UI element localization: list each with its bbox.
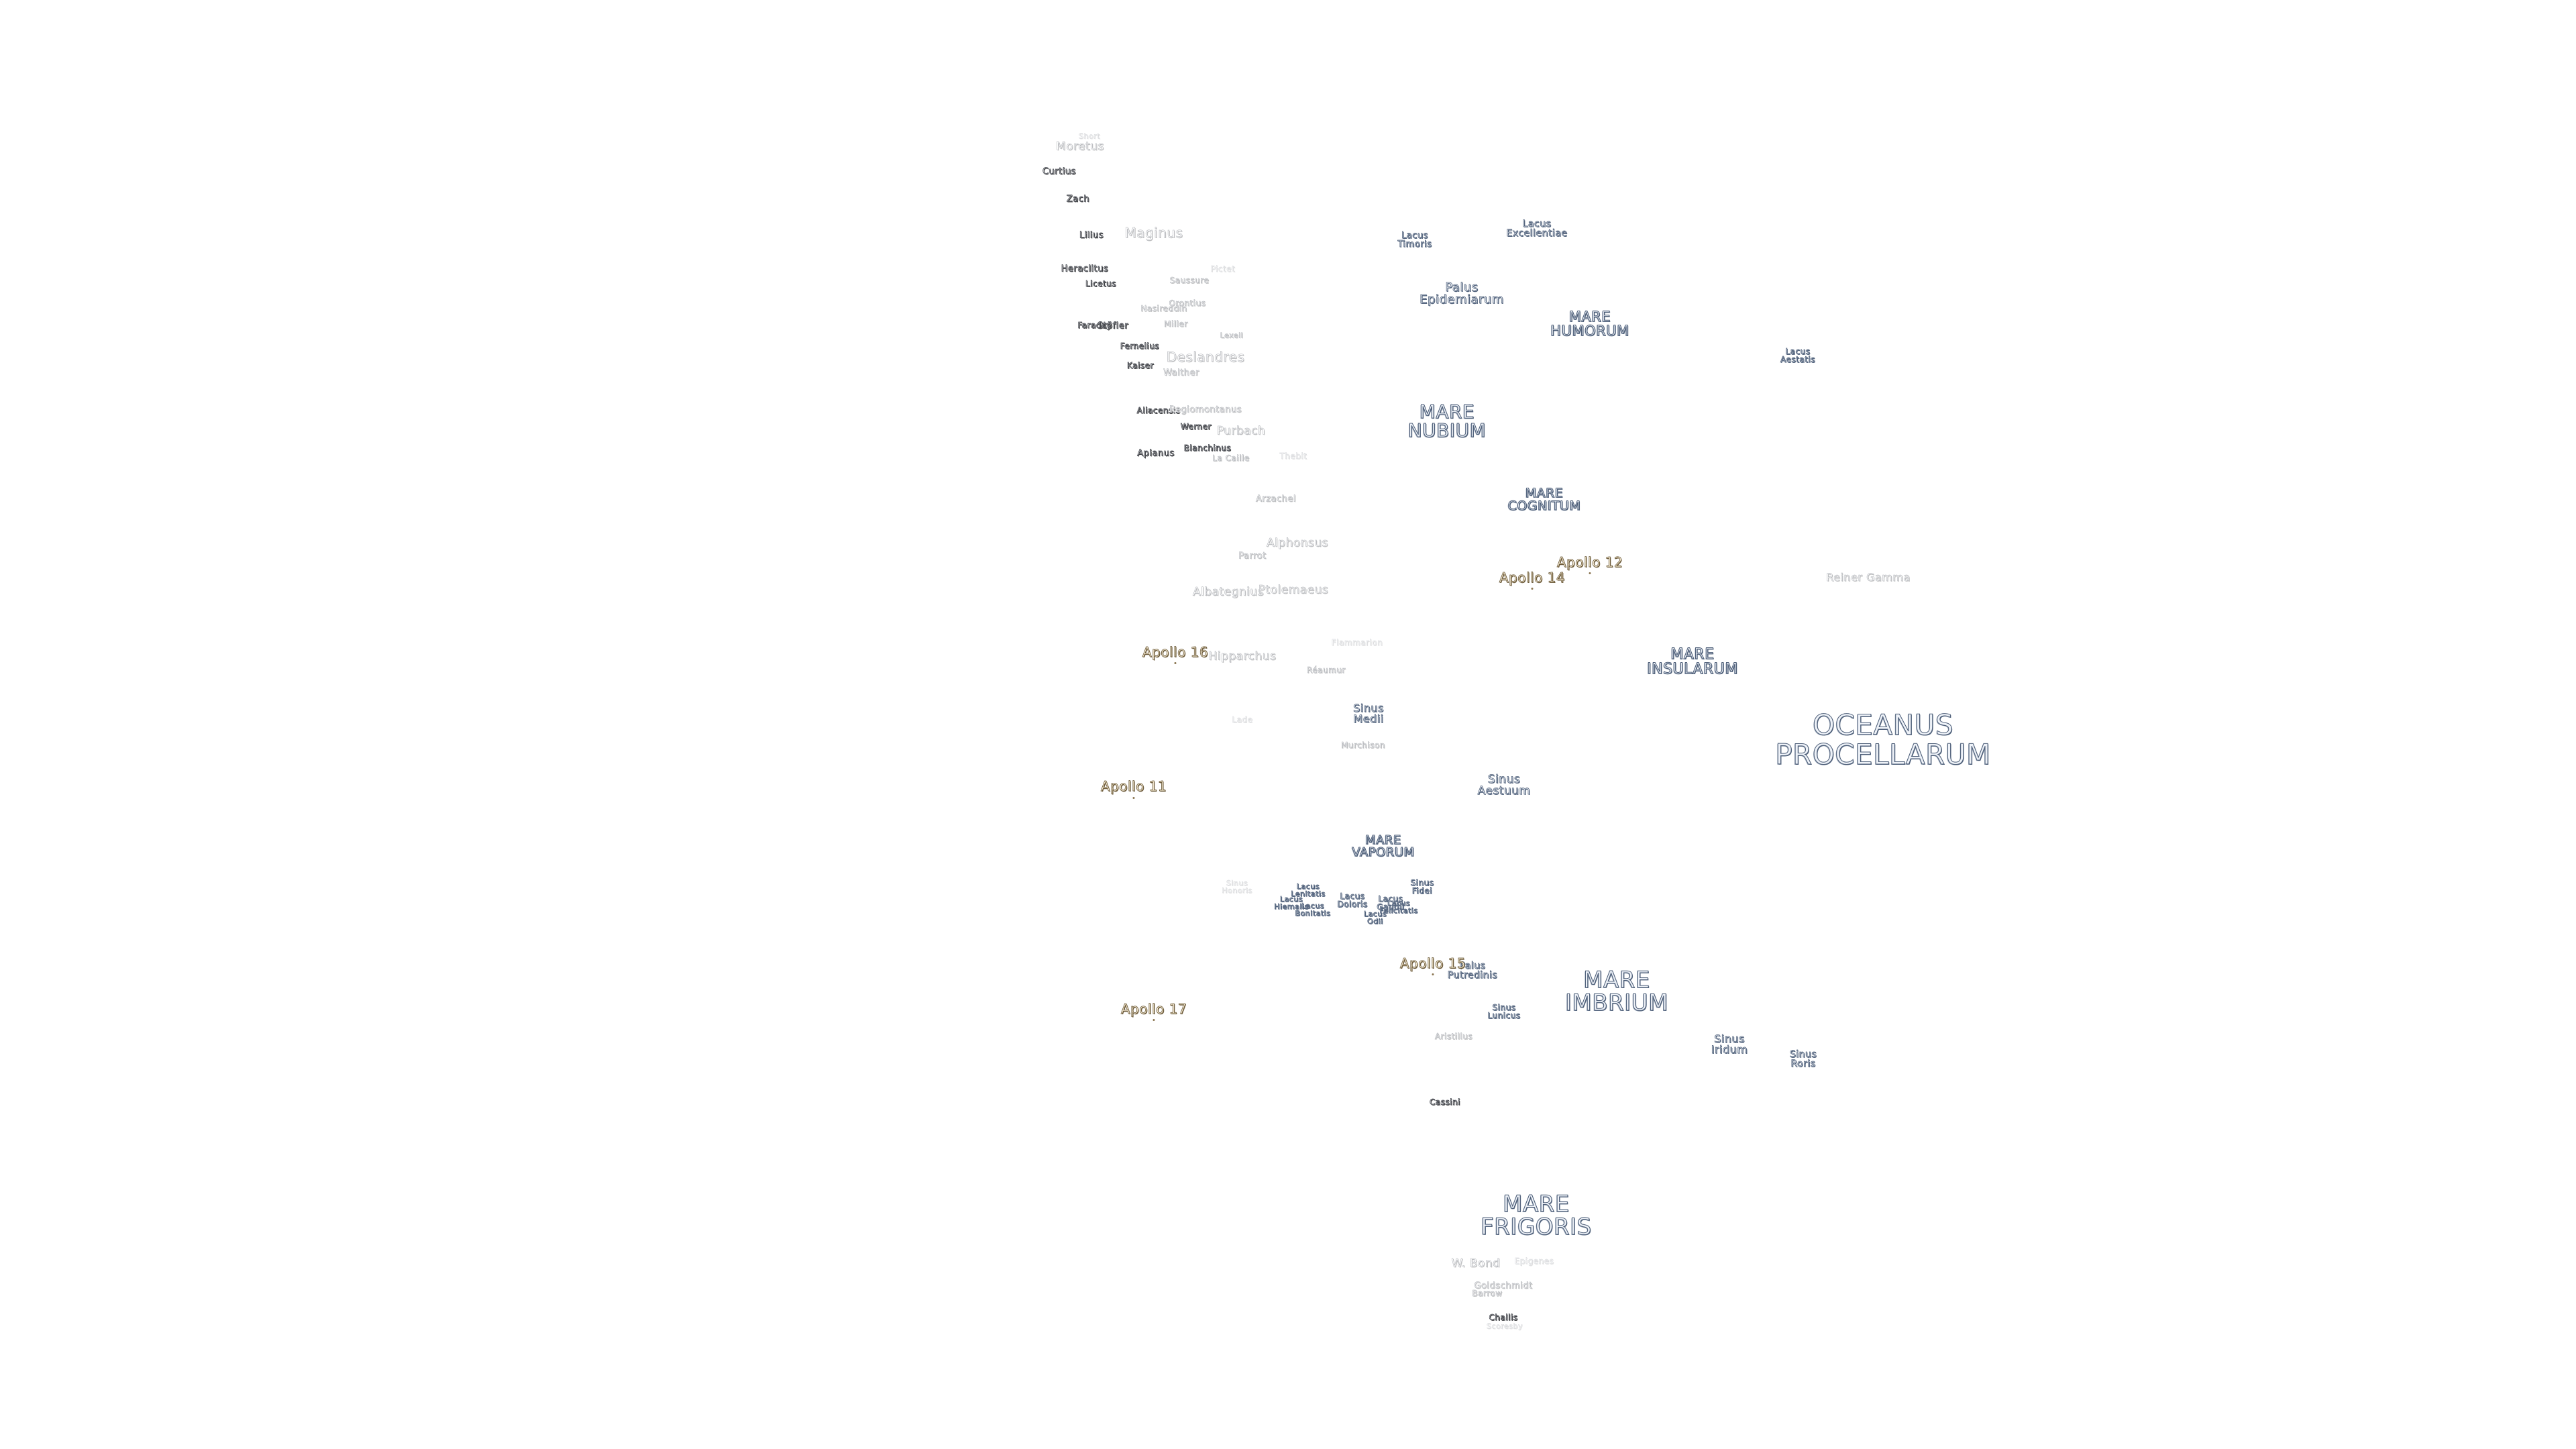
label-crater-miller: Miller bbox=[1164, 319, 1188, 329]
label-crater-heraclitus: Heraclitus bbox=[1061, 264, 1109, 274]
label-crater-orontius: Orontius bbox=[1169, 299, 1206, 308]
label-lacus-hiemalis: Lacus Hiemalis bbox=[1274, 895, 1309, 911]
label-crater-walther: Walther bbox=[1163, 368, 1199, 378]
label-lacus-lenitatis: Lacus Lenitatis bbox=[1291, 882, 1326, 898]
label-crater-hipparchus: Hipparchus bbox=[1208, 649, 1277, 663]
label-crater-deslandres: Deslandres bbox=[1166, 349, 1245, 365]
apollo-17-site-icon bbox=[1152, 1019, 1155, 1021]
label-crater-werner: Werner bbox=[1180, 422, 1212, 431]
label-crater-arzachel: Arzachel bbox=[1255, 494, 1297, 504]
label-crater-regiomontanus: Regiomontanus bbox=[1169, 405, 1242, 415]
label-crater-reaumur: Réaumur bbox=[1307, 665, 1346, 675]
label-apollo-15: Apollo 15 bbox=[1399, 955, 1466, 971]
label-crater-flammarion: Flammarion bbox=[1331, 638, 1383, 647]
label-crater-purbach: Purbach bbox=[1216, 424, 1266, 438]
label-mare-imbrium: MARE IMBRIUM bbox=[1564, 967, 1669, 1016]
label-apollo-14: Apollo 14 bbox=[1499, 570, 1566, 586]
label-crater-lexell: Lexell bbox=[1220, 331, 1244, 340]
label-crater-goldschmidt: Goldschmidt bbox=[1474, 1281, 1533, 1291]
label-crater-short: Short bbox=[1078, 131, 1101, 141]
label-lacus-timoris: Lacus Timoris bbox=[1397, 231, 1432, 250]
label-lacus-bonitatis: Lacus Bonitatis bbox=[1295, 902, 1331, 918]
label-crater-thebit: Thebit bbox=[1279, 451, 1307, 461]
label-crater-aristillus: Aristillus bbox=[1434, 1032, 1473, 1041]
apollo-14-site-icon bbox=[1531, 588, 1534, 590]
label-mare-cognitum: MARE COGNITUM bbox=[1507, 486, 1581, 513]
apollo-12-site-icon bbox=[1589, 572, 1591, 574]
label-apollo-11: Apollo 11 bbox=[1100, 778, 1167, 794]
label-apollo-12: Apollo 12 bbox=[1556, 554, 1623, 570]
label-crater-lade: Lade bbox=[1232, 715, 1253, 724]
label-crater-barrow: Barrow bbox=[1472, 1289, 1503, 1298]
label-crater-parrot: Parrot bbox=[1238, 551, 1267, 561]
label-crater-faraday: Faraday bbox=[1077, 321, 1112, 330]
label-sinus-honoris: Sinus Honoris bbox=[1222, 879, 1252, 895]
label-apollo-16: Apollo 16 bbox=[1142, 644, 1209, 660]
label-crater-pictet: Pictet bbox=[1210, 264, 1236, 274]
label-sinus-medii: Sinus Medii bbox=[1353, 702, 1384, 725]
label-crater-ptolemaeus: Ptolemaeus bbox=[1258, 583, 1329, 597]
label-crater-scoresby: Scoresby bbox=[1486, 1322, 1523, 1331]
label-lacus-gaudii: Lacus Gaudii bbox=[1377, 894, 1405, 912]
label-crater-nasireddin: Nasireddin bbox=[1140, 304, 1187, 313]
label-lacus-odii: Lacus Odii bbox=[1363, 910, 1387, 926]
label-mare-nubium: MARE NUBIUM bbox=[1407, 400, 1487, 441]
label-crater-fernelius: Fernelius bbox=[1120, 341, 1160, 351]
apollo-15-site-icon bbox=[1432, 973, 1434, 975]
label-sinus-lunicus: Sinus Lunicus bbox=[1487, 1003, 1521, 1020]
label-crater-la-caille: La Caille bbox=[1212, 453, 1250, 463]
label-lacus-doloris: Lacus Doloris bbox=[1337, 892, 1368, 909]
label-sinus-iridum: Sinus Iridum bbox=[1711, 1032, 1748, 1056]
label-mare-vaporum: MARE VAPORUM bbox=[1352, 833, 1415, 859]
label-mare-humorum: MARE HUMORUM bbox=[1550, 309, 1629, 339]
label-crater-zach: Zach bbox=[1066, 194, 1090, 205]
apollo-16-site-icon bbox=[1174, 662, 1177, 664]
label-crater-challis: Challis bbox=[1489, 1313, 1518, 1322]
label-palus-putredinis: Palus Putredinis bbox=[1447, 961, 1498, 981]
label-crater-apianus: Apianus bbox=[1137, 448, 1175, 459]
label-apollo-17: Apollo 17 bbox=[1120, 1001, 1187, 1017]
label-crater-reiner-gamma: Reiner Gamma bbox=[1826, 571, 1911, 584]
label-mare-frigoris: MARE FRIGORIS bbox=[1481, 1191, 1592, 1240]
label-crater-albategnius: Albategnius bbox=[1192, 585, 1265, 599]
label-crater-murchison: Murchison bbox=[1341, 741, 1385, 750]
label-crater-w-bond: W. Bond bbox=[1451, 1256, 1501, 1271]
label-mare-insularum: MARE INSULARUM bbox=[1647, 646, 1738, 678]
label-crater-kaiser: Kaiser bbox=[1127, 361, 1154, 370]
apollo-11-site-icon bbox=[1132, 797, 1135, 799]
label-crater-lilius: Lilius bbox=[1079, 230, 1104, 241]
label-crater-maginus: Maginus bbox=[1124, 225, 1183, 241]
label-crater-alphonsus: Alphonsus bbox=[1266, 536, 1329, 550]
label-lacus-excellentiae: Lacus Excellentiae bbox=[1506, 219, 1568, 239]
label-crater-cassini: Cassini bbox=[1429, 1097, 1461, 1107]
label-crater-licetus: Licetus bbox=[1085, 279, 1117, 288]
label-crater-aliacensis: Aliacensis bbox=[1136, 406, 1181, 415]
label-crater-stofler: Stöfler bbox=[1097, 321, 1129, 331]
label-sinus-aestuum: Sinus Aestuum bbox=[1477, 773, 1531, 798]
label-crater-blanchinus: Blanchinus bbox=[1183, 443, 1232, 453]
label-lacus-aestatis: Lacus Aestatis bbox=[1780, 347, 1815, 364]
label-lacus-felicitatis: Lacus Felicitatis bbox=[1379, 899, 1418, 915]
label-sinus-fidei: Sinus Fidei bbox=[1410, 878, 1434, 896]
label-oceanus-procellarum: OCEANUS PROCELLARUM bbox=[1775, 708, 1991, 771]
label-palus-epidemiarum: Palus Epidemiarum bbox=[1419, 280, 1504, 307]
label-crater-curtius: Curtius bbox=[1042, 166, 1076, 177]
label-crater-saussure: Saussure bbox=[1169, 276, 1210, 285]
label-crater-moretus: Moretus bbox=[1056, 140, 1104, 154]
label-crater-epigenes: Epigenes bbox=[1514, 1256, 1554, 1266]
label-sinus-roris: Sinus Roris bbox=[1789, 1049, 1817, 1069]
